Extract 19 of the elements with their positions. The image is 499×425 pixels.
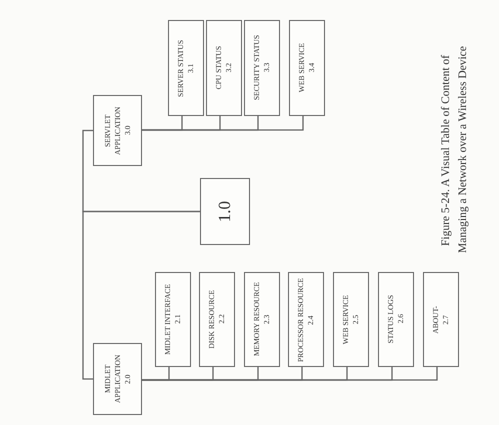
topic-box xyxy=(93,95,142,166)
topic-box xyxy=(423,272,459,367)
figure-caption: Figure 5-24. A Visual Table of Content of Managing a Network over a Wireless Device xyxy=(439,46,470,256)
topic-box xyxy=(168,20,204,116)
connector-line xyxy=(82,130,200,212)
topic-box xyxy=(93,343,142,415)
topic-box xyxy=(244,272,280,367)
topic-box xyxy=(378,272,414,367)
topic-box xyxy=(206,20,242,116)
connector-line xyxy=(142,116,304,131)
topic-box xyxy=(155,272,191,367)
section-number: 1.0 xyxy=(215,200,235,222)
topic-box xyxy=(333,272,369,367)
topic-box xyxy=(288,272,324,367)
topic-box xyxy=(199,272,235,367)
root-box xyxy=(200,178,250,245)
topic-box xyxy=(289,20,325,116)
topic-box xyxy=(244,20,280,116)
connector-line xyxy=(142,367,438,381)
